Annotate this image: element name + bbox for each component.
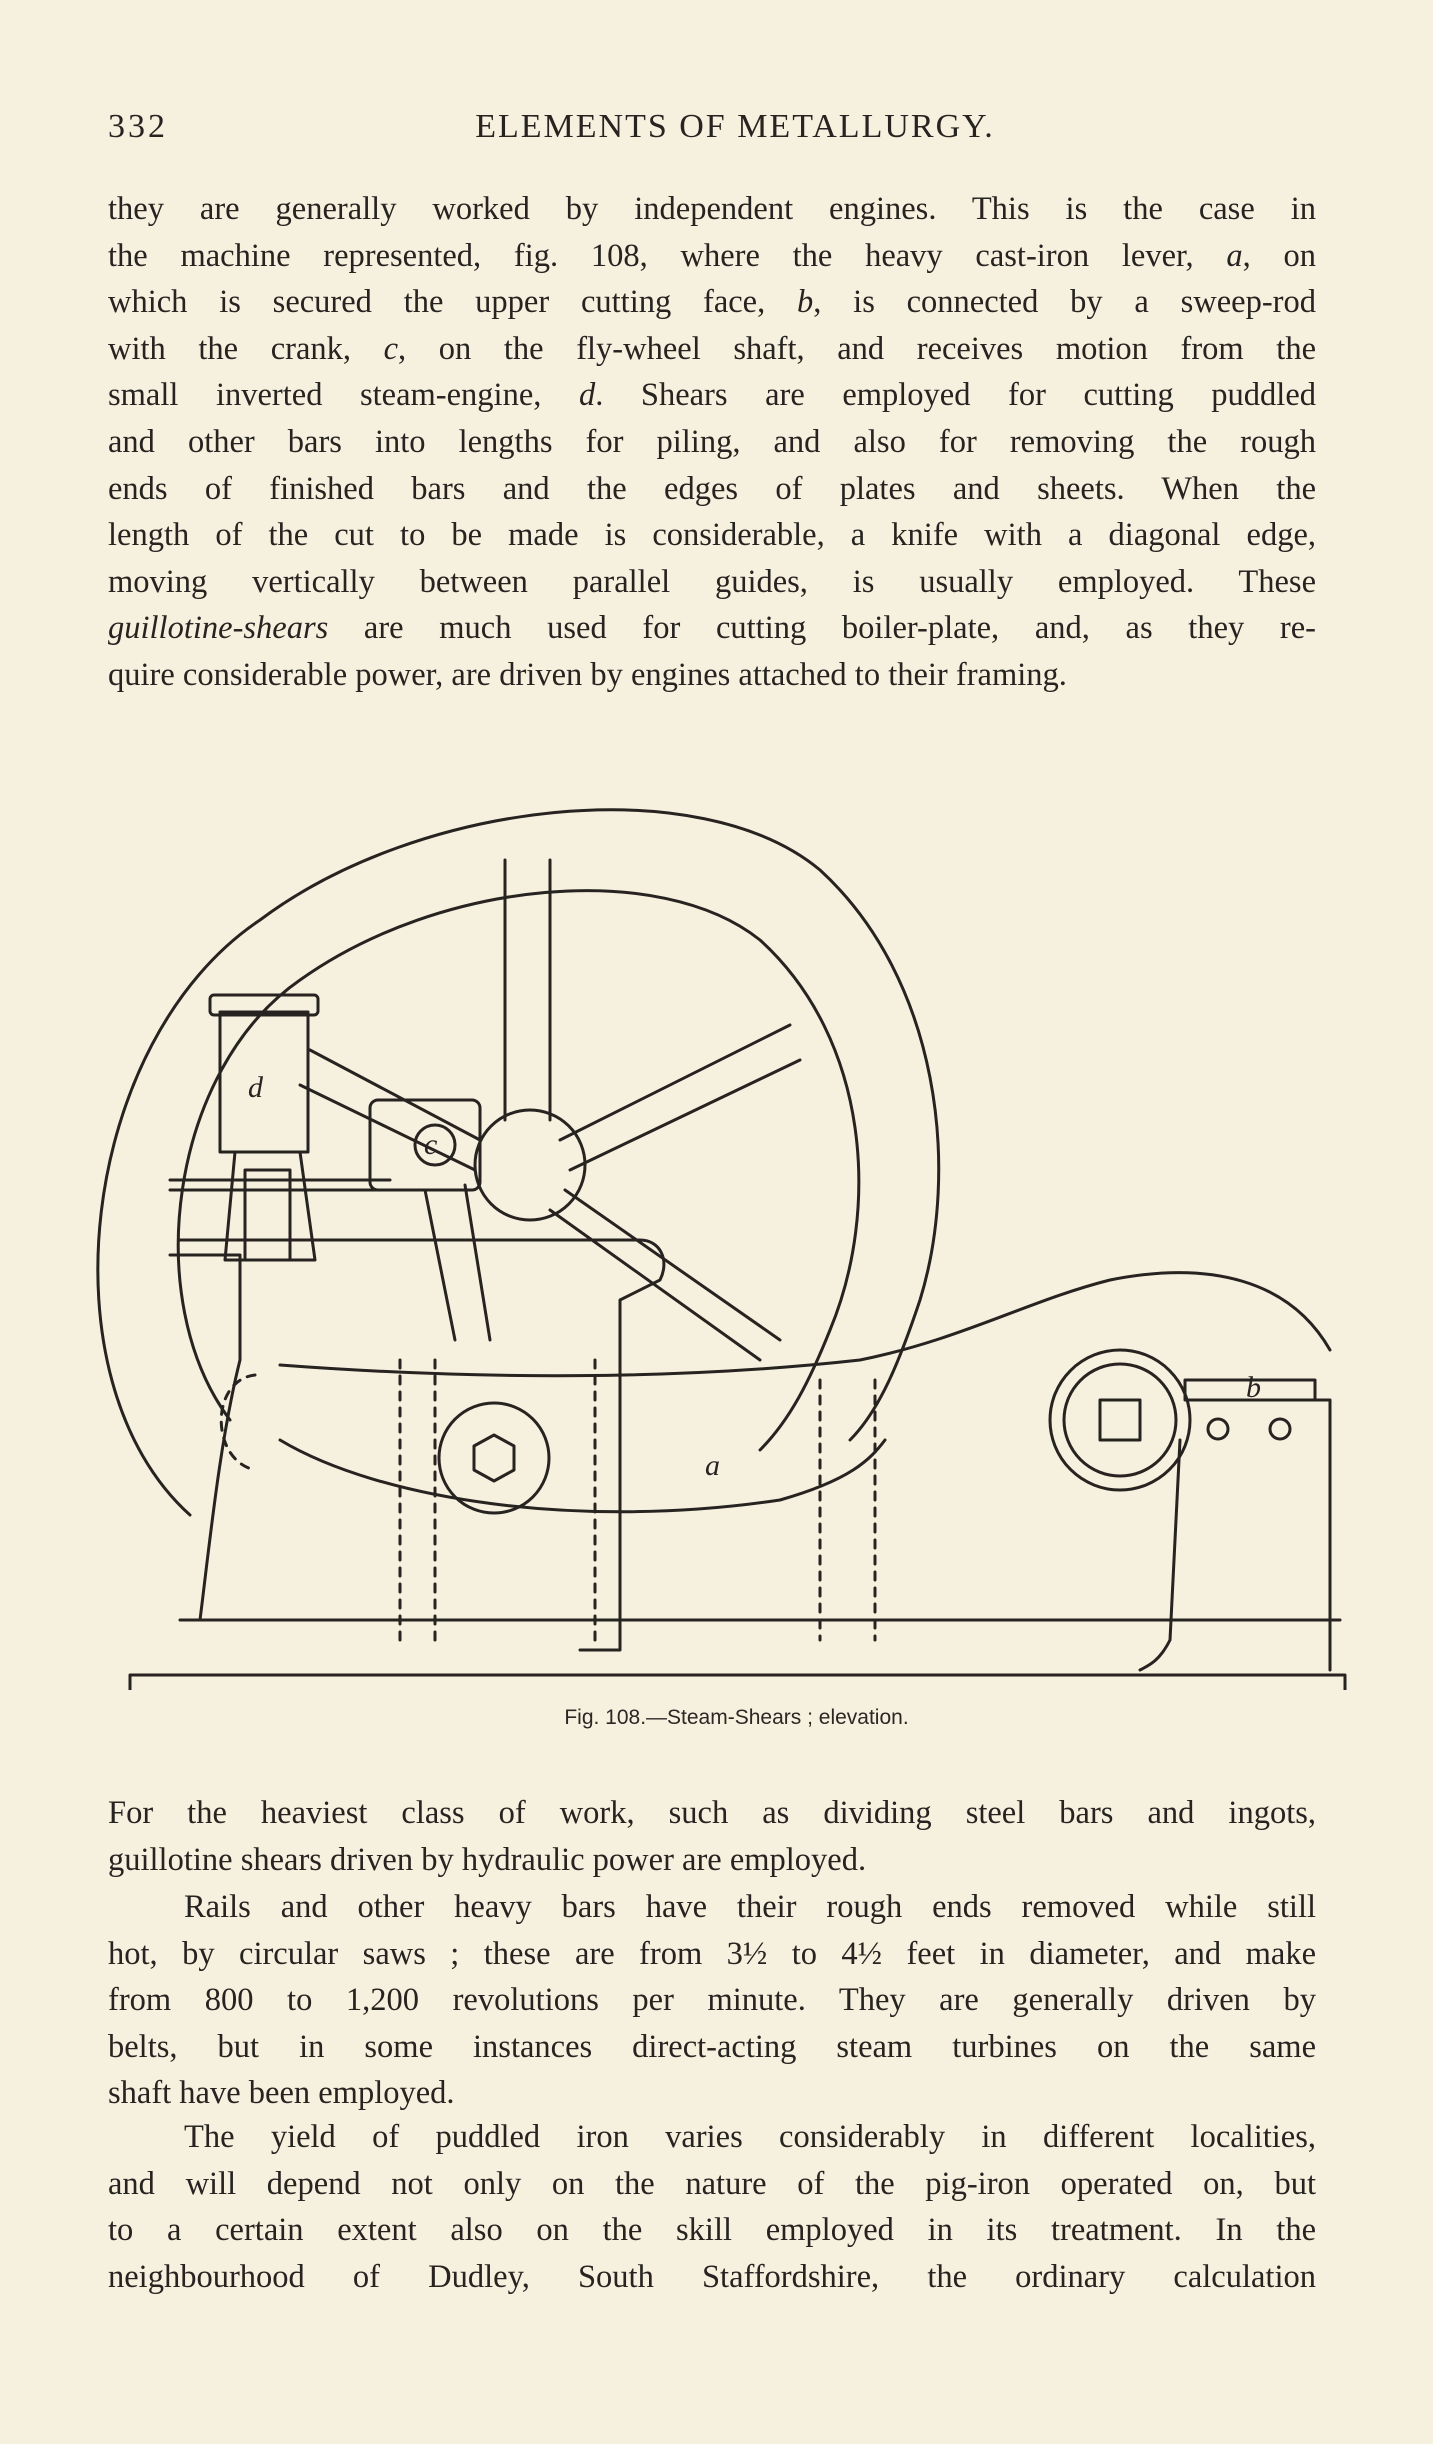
left-standard <box>168 1253 242 1622</box>
blade-housing <box>1183 1378 1317 1402</box>
dashed-circle <box>219 1373 257 1472</box>
text-line: guillotine-shears are much used for cutt… <box>108 610 1316 647</box>
figure-caption: Fig. 108.—Steam-Shears ; elevation. <box>564 1706 909 1729</box>
label-a: a <box>705 1449 720 1482</box>
label-c: c <box>424 1128 437 1161</box>
text-line: guillotine shears driven by hydraulic po… <box>108 1841 867 1878</box>
text-line: and will depend not only on the nature o… <box>108 2165 1316 2202</box>
paragraph-2: For the heaviest class of work, such as … <box>108 1790 1316 1883</box>
text-line: they are generally worked by independent… <box>108 191 1316 227</box>
flywheel-spoke <box>503 858 552 1122</box>
bolt <box>1268 1417 1292 1441</box>
flywheel-spoke <box>548 1188 782 1362</box>
right-frame <box>1138 1398 1332 1672</box>
page-header: 332 ELEMENTS OF METALLURGY. <box>108 108 1332 156</box>
engine-frame <box>223 1150 317 1262</box>
paragraph-4: The yield of puddled iron varies conside… <box>108 2114 1316 2300</box>
page-number: 332 <box>108 108 168 145</box>
text-line: the machine represented, fig. 108, where… <box>108 237 1317 274</box>
text-line: from 800 to 1,200 revolutions per minute… <box>108 1982 1316 2019</box>
sweep-rod <box>423 1183 492 1342</box>
running-title: ELEMENTS OF METALLURGY. <box>475 108 995 145</box>
text-line: ends of finished bars and the edges of p… <box>108 470 1316 507</box>
engine-cylinder <box>218 1010 310 1154</box>
text-line: length of the cut to be made is consider… <box>108 517 1316 554</box>
label-b: b <box>1246 1371 1261 1404</box>
text-line: neighbourhood of Dudley, South Staffords… <box>108 2258 1316 2295</box>
label-d: d <box>248 1071 264 1104</box>
paragraph-3: Rails and other heavy bars have their ro… <box>108 1884 1316 2117</box>
text-line: belts, but in some instances direct-acti… <box>108 2028 1316 2065</box>
flywheel-rim <box>96 808 941 1517</box>
text-line: and other bars into lengths for piling, … <box>108 423 1316 460</box>
text-line: to a certain extent also on the skill em… <box>108 2212 1316 2249</box>
flywheel-inner-rim <box>176 889 861 1452</box>
text-line: quire considerable power, are driven by … <box>108 656 1067 693</box>
lever-pivot <box>437 1401 551 1515</box>
pulley-square <box>1098 1398 1142 1442</box>
pulley <box>1048 1348 1192 1492</box>
flywheel-spoke <box>558 1023 802 1172</box>
pivot-nut <box>472 1433 516 1483</box>
text-line: moving vertically between parallel guide… <box>108 563 1316 600</box>
text-line: which is secured the upper cutting face,… <box>108 284 1316 321</box>
text-line: The yield of puddled iron varies conside… <box>184 2119 1316 2155</box>
text-line: hot, by circular saws ; these are from 3… <box>108 1935 1316 1972</box>
steam-shears-figure: d c a b <box>96 808 1347 1690</box>
bolt <box>1206 1417 1230 1441</box>
text-line: with the crank, c, on the fly-wheel shaf… <box>108 330 1316 367</box>
pulley-inner <box>1062 1362 1178 1478</box>
flywheel-spoke <box>298 1048 482 1172</box>
lever-a-lower <box>278 1438 887 1514</box>
crank-pin <box>413 1123 457 1167</box>
text-line: Rails and other heavy bars have their ro… <box>184 1889 1316 1925</box>
piston-rod <box>168 1178 392 1192</box>
engine-cap <box>208 993 320 1017</box>
flywheel-hub <box>473 1108 587 1222</box>
crosshead <box>243 1168 292 1262</box>
base-plate <box>128 1673 1347 1690</box>
text-line: shaft have been employed. <box>108 2075 455 2112</box>
text-line: For the heaviest class of work, such as … <box>108 1795 1316 1831</box>
text-line: small inverted steam-engine, d. Shears a… <box>108 377 1317 414</box>
paragraph-1: they are generally worked by independent… <box>108 186 1316 699</box>
main-frame <box>178 1238 666 1652</box>
lever-a <box>278 1271 1332 1378</box>
